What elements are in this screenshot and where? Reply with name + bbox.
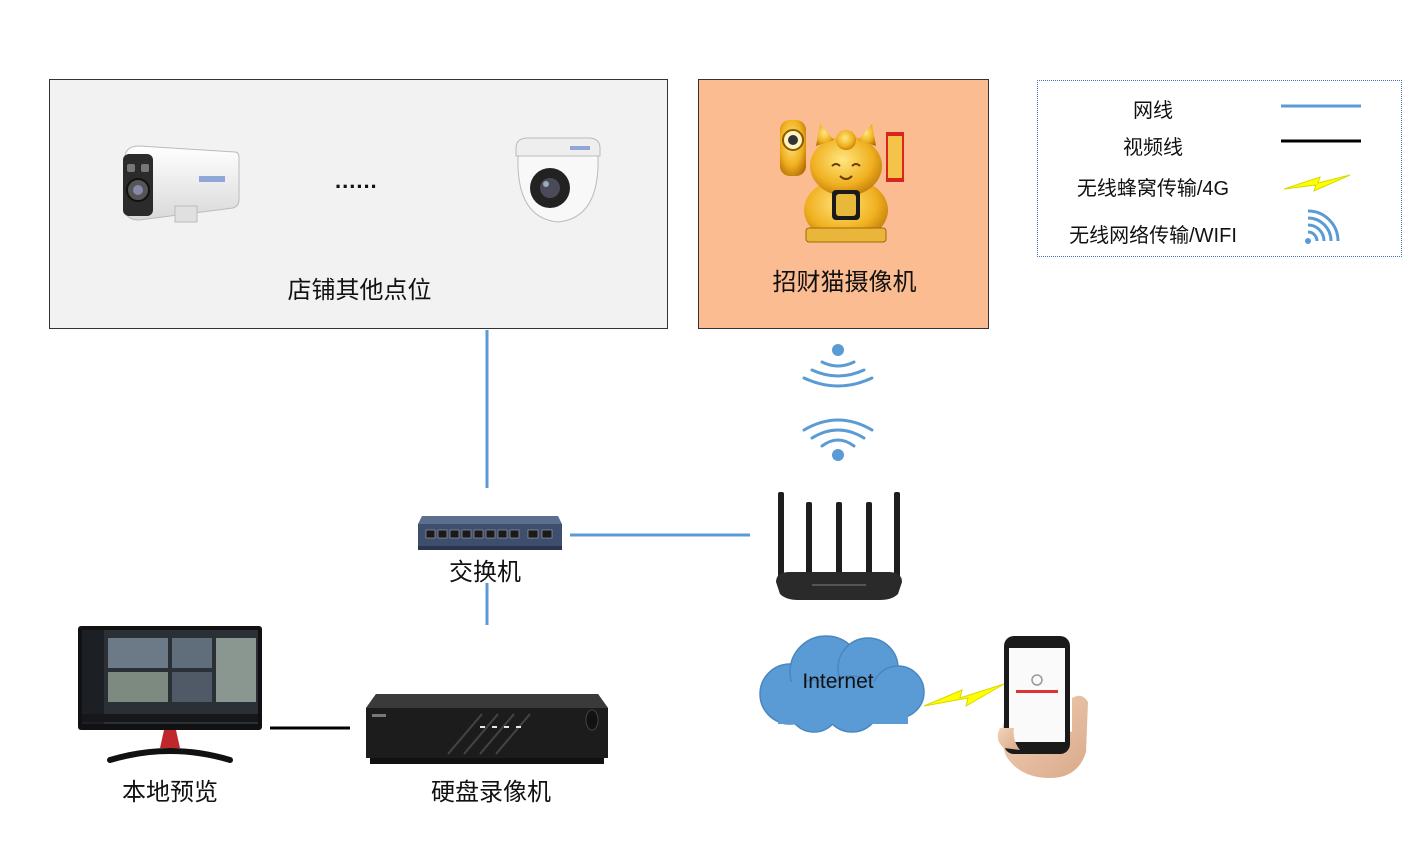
- bullet-camera-icon: [123, 145, 240, 223]
- nvr-icon: [366, 694, 608, 764]
- nvr-label: 硬盘录像机: [431, 779, 551, 806]
- router-icon: [776, 492, 902, 600]
- internet-cloud-icon: [759, 635, 925, 733]
- smartphone-icon: [997, 636, 1088, 778]
- store-other-points-box: ...... 店铺其他点位: [49, 79, 668, 329]
- legend-lightning-icon: [1283, 174, 1351, 192]
- local-preview-label: 本地预览: [122, 779, 218, 806]
- wifi-signal-up-icon: [802, 418, 874, 461]
- switch-label: 交换机: [449, 559, 521, 586]
- wifi-signal-down-icon: [802, 344, 874, 388]
- dome-camera-icon: [515, 137, 601, 223]
- switch-icon: [418, 516, 562, 550]
- legend-box: 网线 视频线 无线蜂窝传输/4G 无线网络传输/WIFI: [1037, 80, 1402, 257]
- cat-camera-label: 招财猫摄像机: [772, 269, 917, 296]
- monitor-icon: [78, 626, 262, 763]
- lucky-cat-camera-icon: [780, 120, 904, 243]
- internet-label: Internet: [802, 670, 874, 693]
- legend-label-video-cable: 视频线: [1123, 137, 1183, 159]
- store-label: 店铺其他点位: [287, 277, 432, 304]
- store-ellipsis: ......: [335, 168, 378, 193]
- lucky-cat-camera-box: 招财猫摄像机: [698, 79, 989, 329]
- legend-wifi-icon: [1305, 209, 1340, 244]
- legend-label-cellular: 无线蜂窝传输/4G: [1076, 178, 1230, 200]
- legend-swatches: [1281, 104, 1361, 244]
- legend-label-network-cable: 网线: [1133, 100, 1173, 122]
- legend-label-wifi: 无线网络传输/WIFI: [1069, 225, 1237, 247]
